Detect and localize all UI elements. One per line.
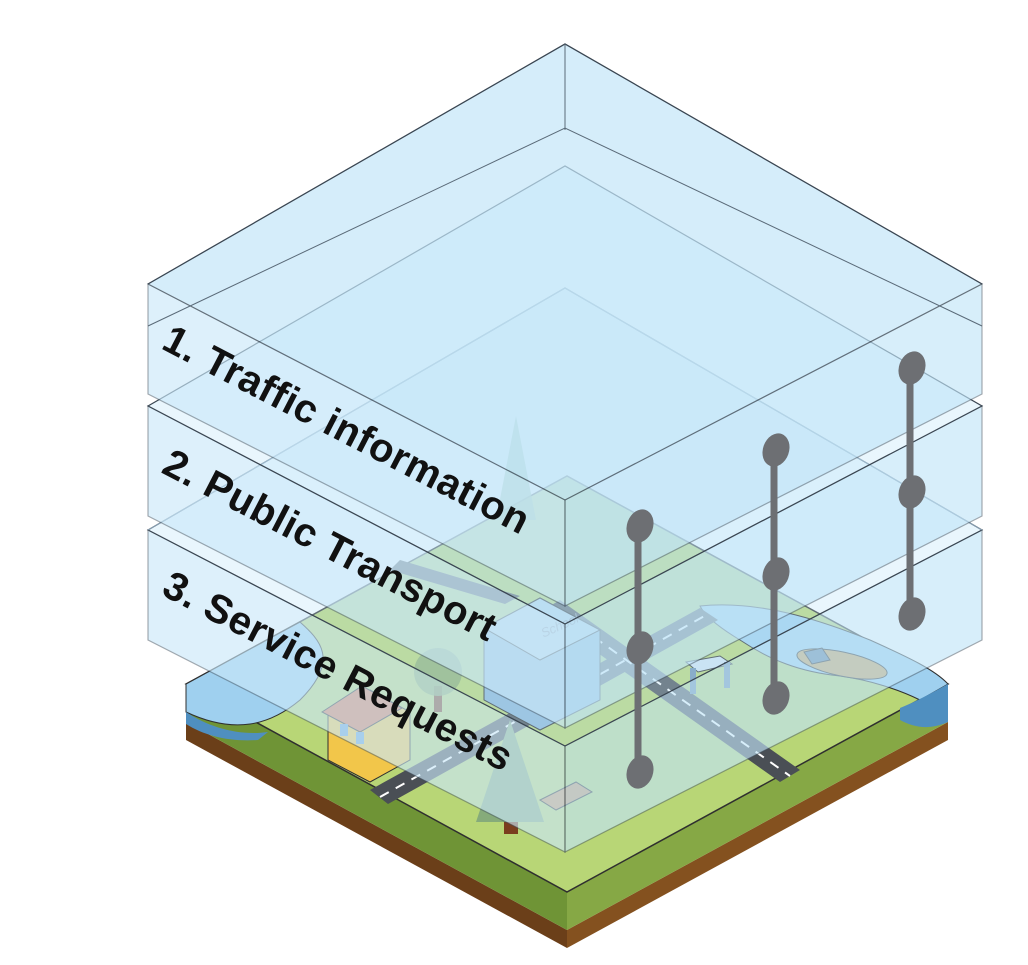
school-building: School: [482, 597, 602, 731]
house: [321, 685, 411, 783]
pole-middle-node-3: [762, 681, 790, 715]
layer-1: [146, 43, 984, 607]
bus-shelter: [684, 655, 734, 694]
road-top: [390, 560, 520, 604]
pole-left-node-2: [626, 631, 654, 665]
pole-right: [898, 351, 926, 631]
bench: [538, 781, 594, 811]
water-left-side: [186, 712, 268, 741]
pole-right-node-1: [898, 351, 926, 385]
pole-left: [626, 509, 654, 789]
pole-middle: [762, 433, 790, 715]
pole-left-node-1: [626, 509, 654, 543]
connector-poles: [626, 351, 926, 789]
ground-grass-right: [567, 684, 948, 930]
water-right-side: [900, 684, 948, 728]
pole-middle-node-2: [762, 557, 790, 591]
tree-cone-front: [476, 720, 544, 834]
pole-right-node-2: [898, 475, 926, 509]
tree-round: [414, 648, 462, 712]
pole-right-node-3: [898, 597, 926, 631]
pole-middle-node-1: [762, 433, 790, 467]
water-left: [185, 621, 324, 726]
pole-left-node-3: [626, 755, 654, 789]
ground-soil-right: [567, 722, 948, 948]
ground-soil-left: [186, 722, 567, 948]
boat: [796, 647, 888, 680]
ground-grass-left: [186, 684, 567, 930]
